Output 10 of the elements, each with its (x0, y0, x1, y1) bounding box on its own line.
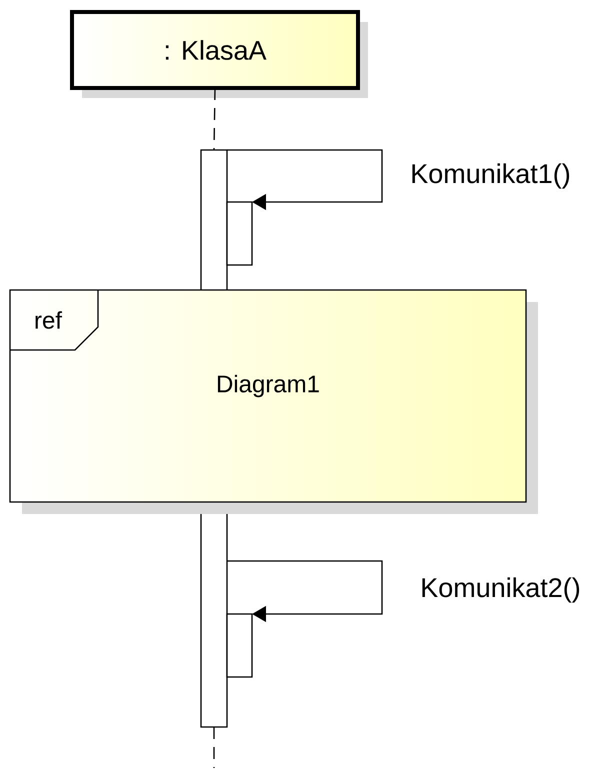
activation-bar (226, 613, 253, 678)
self-message-arrow (227, 560, 383, 622)
self-message-arrow (227, 149, 383, 210)
message-label: Komunikat1() (408, 161, 573, 191)
ref-frame: ref Diagram1 (9, 289, 527, 503)
lifeline (213, 727, 215, 768)
activation-bar (226, 201, 253, 266)
lifeline-head-box: : KlasaA (70, 10, 360, 90)
lifeline (213, 88, 216, 150)
message-label: Komunikat2() (418, 575, 583, 605)
